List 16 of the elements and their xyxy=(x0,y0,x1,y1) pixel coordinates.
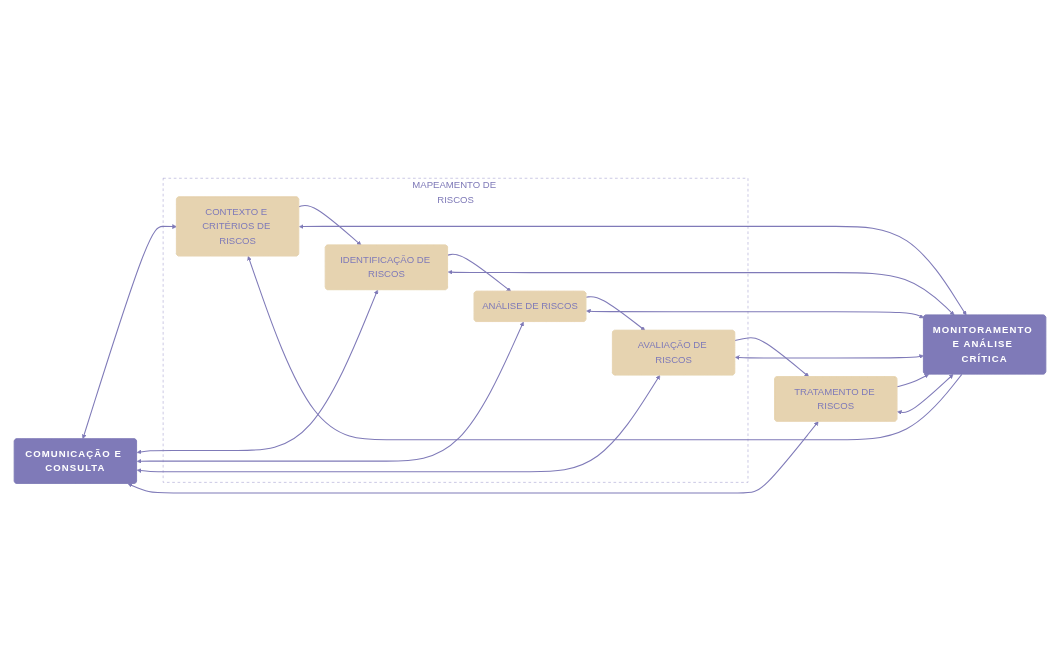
arrow xyxy=(81,224,177,440)
arrow xyxy=(247,256,963,441)
arrow xyxy=(897,374,954,416)
arrow xyxy=(136,375,661,474)
arrow xyxy=(136,290,379,455)
arrow xyxy=(585,296,646,332)
arrow xyxy=(299,224,967,316)
arrow xyxy=(136,321,524,464)
arrow xyxy=(896,374,930,388)
arrow xyxy=(586,309,924,319)
arrow xyxy=(447,270,955,316)
arrow xyxy=(447,254,512,293)
arrow xyxy=(127,421,819,494)
arrow xyxy=(734,337,810,378)
arrow xyxy=(734,354,924,361)
arrow xyxy=(298,205,362,246)
